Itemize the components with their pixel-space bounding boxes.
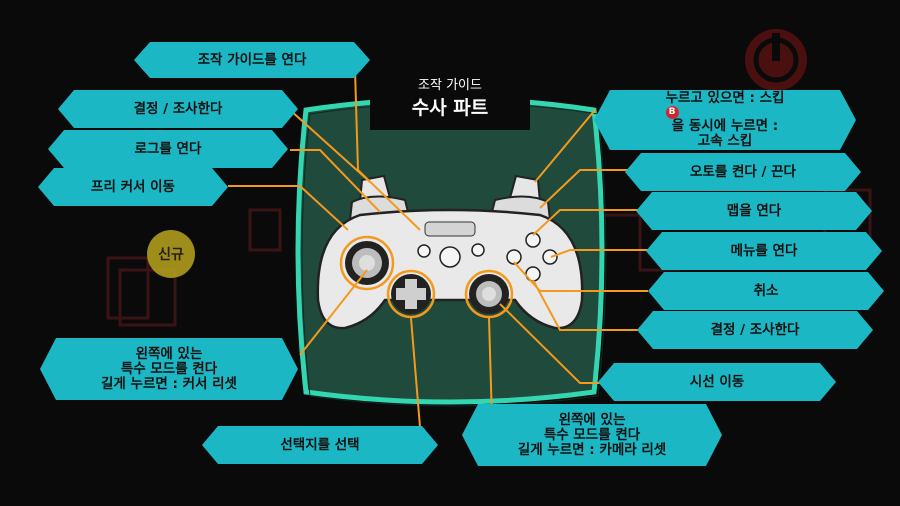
label-skip-line1: 누르고 있으면 : 스킵 [665,90,785,106]
label-open-map: 맵을 연다 [636,192,872,230]
label-right-stick: 왼쪽에 있는 특수 모드를 켠다 길게 누르면 : 카메라 리셋 [462,404,722,466]
label-decide-right-text: 결정 / 조사한다 [710,321,800,338]
label-free-cursor-text: 프리 커서 이동 [91,178,175,195]
label-decide-left: 결정 / 조사한다 [58,90,298,128]
label-free-cursor: 프리 커서 이동 [38,168,228,206]
label-right-stick-line2: 특수 모드를 켠다 [543,426,641,443]
background-decoration [106,188,872,327]
label-open-menu: 메뉴를 연다 [646,232,882,270]
label-open-log-text: 로그를 연다 [134,140,202,157]
label-decide-left-text: 결정 / 조사한다 [133,100,223,117]
label-open-guide-text: 조작 가이드를 연다 [197,51,307,68]
power-icon [745,29,807,91]
label-open-guide: 조작 가이드를 연다 [134,42,370,78]
label-auto-toggle: 오토를 켠다 / 끈다 [625,153,861,191]
label-left-stick: 왼쪽에 있는 특수 모드를 켠다 길게 누르면 : 커서 리셋 [40,338,298,400]
label-look-move-text: 시선 이동 [689,373,745,390]
label-left-stick-line3: 길게 누르면 : 커서 리셋 [101,375,237,392]
label-cancel: 취소 [648,272,884,310]
label-look-move: 시선 이동 [598,363,836,401]
b-button-icon: B [666,106,679,119]
leader-lines [228,69,648,428]
label-right-stick-line1: 왼쪽에 있는 [558,411,626,428]
label-skip-line3: 고속 스킵 [697,133,753,149]
guide-title: 수사 파트 [411,97,489,119]
label-select-choice: 선택지를 선택 [202,426,438,464]
label-left-stick-line1: 왼쪽에 있는 [135,345,203,362]
label-open-log: 로그를 연다 [48,130,288,168]
label-skip: 누르고 있으면 : 스킵 B 을 동시에 누르면 : 고속 스킵 [594,90,856,150]
label-left-stick-line2: 특수 모드를 켠다 [120,360,218,377]
label-open-menu-text: 메뉴를 연다 [730,242,798,259]
header-banner [370,68,530,130]
label-cancel-text: 취소 [753,282,779,299]
label-decide-right: 결정 / 조사한다 [637,311,873,349]
new-badge: 신규 [147,230,195,278]
label-skip-line2: B 을 동시에 누르면 : [666,106,785,134]
label-right-stick-line3: 길게 누르면 : 카메라 리셋 [517,441,667,458]
label-select-choice-text: 선택지를 선택 [280,436,360,453]
label-skip-line2-text: 을 동시에 누르면 : [671,118,779,134]
controller [316,174,584,330]
label-auto-toggle-text: 오토를 켠다 / 끈다 [690,163,796,180]
guide-subtitle: 조작 가이드 [418,78,482,93]
label-open-map-text: 맵을 연다 [726,202,782,219]
